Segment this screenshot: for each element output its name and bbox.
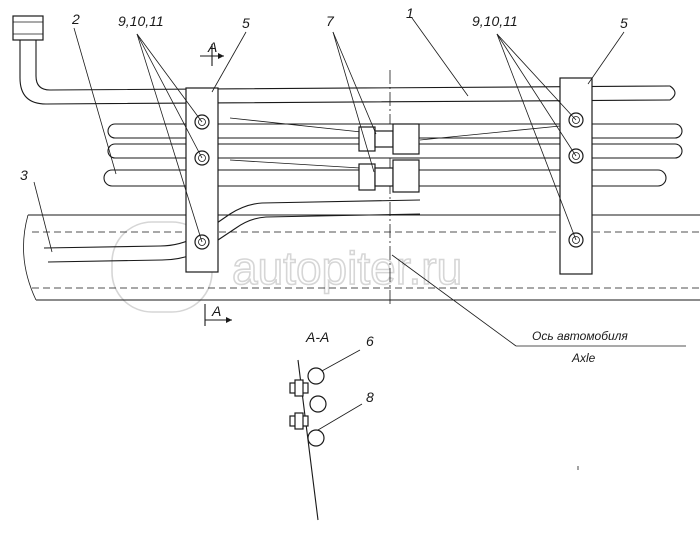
pipe-1	[12, 15, 676, 105]
leader-axis-note	[391, 254, 517, 347]
axis-note-russian: Ось автомобиля	[532, 329, 628, 343]
part-labels: 2 9,10,11 5 7 1 9,10,11 5 3	[20, 5, 628, 183]
bracket-right	[559, 77, 593, 275]
leader-lines	[33, 17, 686, 431]
label-connector-7: 7	[326, 13, 335, 29]
bracket-left-bolt-3-core	[198, 238, 206, 246]
pipe-cross-line-3	[229, 159, 361, 169]
section-marker-top-arrowhead	[218, 53, 224, 59]
leader-right-fastener-1	[496, 33, 577, 121]
leader-left-fastener-1	[136, 33, 203, 123]
watermark: autopiter.ru	[111, 221, 463, 313]
section-marker-bottom-arrowhead	[226, 317, 232, 323]
pipe-1-union-nut	[12, 15, 44, 41]
label-pipe-1: 1	[406, 5, 414, 21]
connector-lower-right-nut	[392, 159, 420, 193]
leader-connector-upper	[332, 31, 377, 135]
pipe-cross-line-2	[419, 125, 561, 141]
bracket-left	[185, 87, 219, 273]
label-part-8: 8	[366, 389, 374, 405]
section-view-a-a: A-A 6 8	[289, 329, 374, 521]
bracket-right-bolt-2-core	[572, 152, 580, 160]
leader-connector-lower	[332, 31, 375, 173]
connector-upper-body	[374, 130, 394, 148]
section-tube-2	[309, 395, 327, 413]
leader-bracket-left	[211, 31, 247, 93]
pipe-3-upper-edge	[43, 199, 421, 249]
bracket-right-bolt-1-core	[572, 116, 580, 124]
pipe-1-lower-edge	[35, 40, 671, 91]
label-fasteners-right: 9,10,11	[472, 13, 518, 29]
bracket-left-bolt-1-core	[198, 118, 206, 126]
label-fasteners-left: 9,10,11	[118, 13, 164, 29]
section-view-title: A-A	[305, 329, 329, 345]
section-tube-1	[307, 367, 325, 385]
leader-left-fastener-3	[136, 33, 203, 243]
label-bracket-left: 5	[242, 15, 250, 31]
frame-rail-break-line	[23, 214, 37, 301]
label-pipe-3: 3	[20, 167, 28, 183]
pipe-cross-line-1	[229, 117, 381, 135]
leader-pipe-3	[33, 181, 53, 253]
section-bolt-upper-nut	[294, 379, 304, 397]
section-marker-bottom-label: A	[211, 303, 221, 319]
section-bolt-lower-nut	[294, 412, 304, 430]
pipe-cross-lines	[229, 117, 561, 169]
leader-right-fastener-2	[496, 33, 577, 157]
connector-lower-body	[374, 167, 394, 187]
section-marker-top-label: A	[207, 39, 217, 55]
bracket-right-bolt-3-core	[572, 236, 580, 244]
leader-part-8	[317, 403, 363, 431]
pipe-1-upper-edge	[19, 40, 671, 105]
pipe-3-lower-edge	[47, 213, 421, 263]
leader-pipe-1	[411, 17, 469, 97]
bracket-left-bolt-2-core	[198, 154, 206, 162]
leader-left-fastener-2	[136, 33, 203, 159]
label-clamp-6: 6	[366, 333, 374, 349]
label-pipe-2: 2	[71, 11, 80, 27]
connectors-7	[358, 123, 420, 193]
leader-bracket-right	[587, 31, 625, 85]
section-marker-top: A	[200, 39, 224, 66]
label-bracket-right: 5	[620, 15, 628, 31]
watermark-text: autopiter.ru	[232, 242, 462, 294]
connector-upper-right-nut	[392, 123, 420, 155]
axis-note-english: Axle	[571, 351, 596, 365]
leader-right-fastener-3	[496, 33, 577, 241]
leader-pipe-2	[73, 27, 117, 175]
section-tube-3	[307, 429, 325, 447]
pipe-1-end	[669, 85, 676, 101]
leader-clamp-6	[319, 349, 361, 373]
section-marker-bottom: A	[204, 303, 232, 326]
